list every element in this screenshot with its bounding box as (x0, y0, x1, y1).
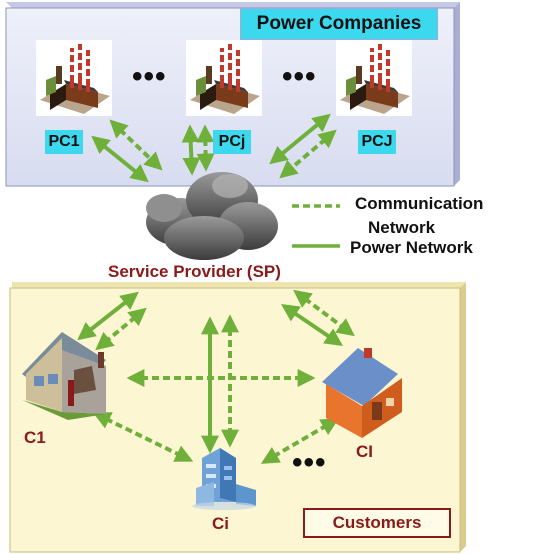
legend-power-label: Power Network (350, 238, 473, 257)
pcJ-label: PCJ (358, 130, 396, 154)
ci-label: Ci (212, 514, 229, 533)
cloud-icon (146, 172, 278, 260)
pcj-label: PCj (213, 130, 251, 154)
pc-sp-links (91, 113, 337, 183)
pc-ellipsis-1: ••• (132, 60, 167, 93)
pc-ellipsis-2: ••• (282, 60, 317, 93)
house-icon (22, 332, 106, 420)
house-icon (322, 348, 402, 438)
power-plant-icon (336, 40, 412, 116)
c1-label: C1 (24, 428, 46, 447)
legend-communication-label: Communication (355, 194, 484, 213)
customer-customer-links (92, 369, 340, 464)
power-plant-icon (186, 40, 262, 116)
customer-ellipsis: ••• (292, 446, 327, 479)
service-provider-label: Service Provider (SP) (108, 262, 281, 281)
pc1-label: PC1 (45, 130, 83, 154)
power-companies-title: Power Companies (240, 8, 438, 40)
power-plant-icon (36, 40, 112, 116)
cI-label: CI (356, 442, 373, 461)
office-building-icon (192, 448, 256, 510)
customers-title: Customers (303, 508, 451, 538)
legend-network-label: Network (368, 218, 436, 237)
